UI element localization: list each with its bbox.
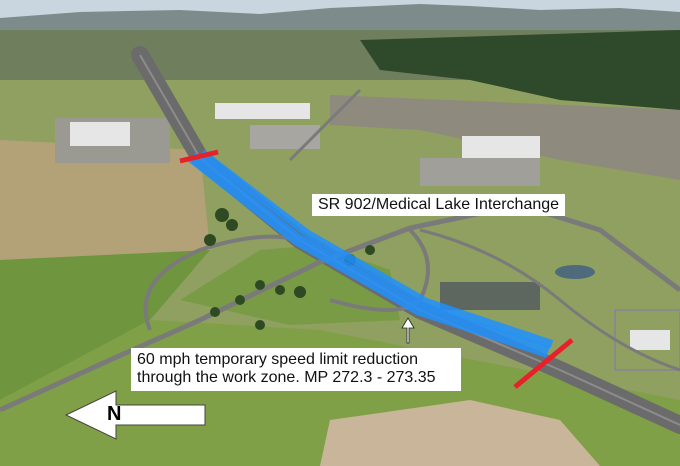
forest-area — [360, 30, 680, 110]
stormwater-pond — [440, 282, 540, 310]
cross-road — [0, 202, 680, 413]
work-zone-end-marker — [513, 338, 574, 389]
lot-right — [420, 158, 540, 186]
pointer-arrow — [401, 317, 415, 344]
speed-limit-note: 60 mph temporary speed limit reduction t… — [131, 348, 461, 391]
ramp-west — [143, 234, 301, 331]
road-north — [288, 88, 362, 162]
distant-mountains — [0, 4, 680, 34]
parking-center — [250, 125, 320, 149]
building-right — [462, 136, 540, 158]
north-label: N — [107, 403, 122, 425]
warehouse-center — [215, 103, 310, 119]
building-far-right — [630, 330, 670, 350]
road-east — [419, 228, 680, 372]
work-zone-start-marker — [179, 149, 219, 164]
dry-field-left — [0, 140, 210, 260]
north-arrow — [64, 390, 206, 440]
tree-clusters — [204, 208, 375, 330]
green-field-left — [0, 250, 210, 400]
warehouse-left — [70, 122, 130, 146]
work-zone-highlight-2 — [199, 149, 554, 348]
interchange-label: SR 902/Medical Lake Interchange — [312, 194, 566, 217]
pond-small — [555, 265, 595, 279]
dirt-patch — [320, 400, 600, 466]
work-zone-highlight — [188, 152, 550, 358]
